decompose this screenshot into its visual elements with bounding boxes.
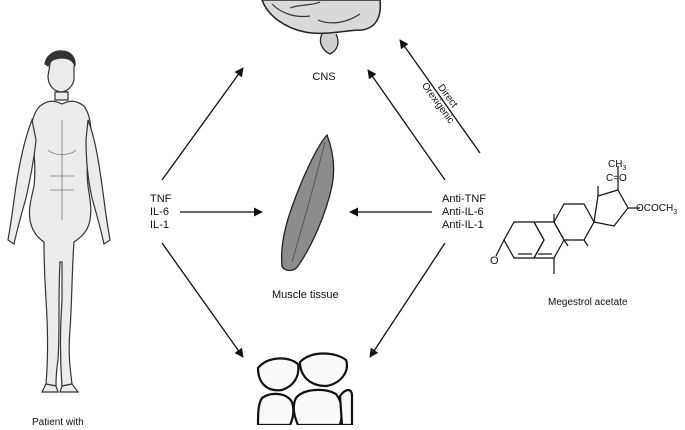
- cns-label: CNS: [312, 71, 336, 83]
- patient-label: Patient with: [32, 417, 84, 428]
- arrow-cytokine-to-cns: [161, 67, 244, 181]
- oxo-label: O: [490, 255, 499, 267]
- anti-cytokine-item: Anti-IL-1: [442, 219, 484, 231]
- ketone-label: C=O: [606, 173, 627, 184]
- methyl-label: CH3: [608, 159, 627, 172]
- arrow-direct-orexigenic: [399, 39, 481, 154]
- cytokine-item: IL-1: [150, 219, 169, 231]
- arrow-anticytokine-to-cns: [367, 69, 446, 181]
- adipose-cells-illustration: [256, 352, 354, 425]
- cytokine-item: TNF: [150, 193, 172, 205]
- cytokine-item: IL-6: [150, 206, 169, 218]
- anti-cytokine-item: Anti-IL-6: [442, 206, 484, 218]
- brain-illustration: [261, 0, 382, 55]
- megestrol-acetate-label: Megestrol acetate: [548, 297, 628, 308]
- muscle-tissue-label: Muscle tissue: [272, 289, 339, 301]
- arrow-cytokine-to-fat: [161, 242, 244, 358]
- cytokine-list: TNF IL-6 IL-1: [150, 193, 171, 232]
- anti-cytokine-list: Anti-TNF Anti-IL-6 Anti-IL-1: [442, 193, 486, 232]
- arrows: [161, 39, 481, 358]
- acetate-ester-label: OCOCH3: [636, 203, 678, 216]
- arrow-anticytokine-to-fat: [369, 242, 446, 358]
- muscle-illustration: [280, 133, 335, 272]
- anti-cytokine-item: Anti-TNF: [442, 193, 486, 205]
- patient-figure: [7, 50, 111, 393]
- megestrol-acetate-structure: [495, 166, 640, 274]
